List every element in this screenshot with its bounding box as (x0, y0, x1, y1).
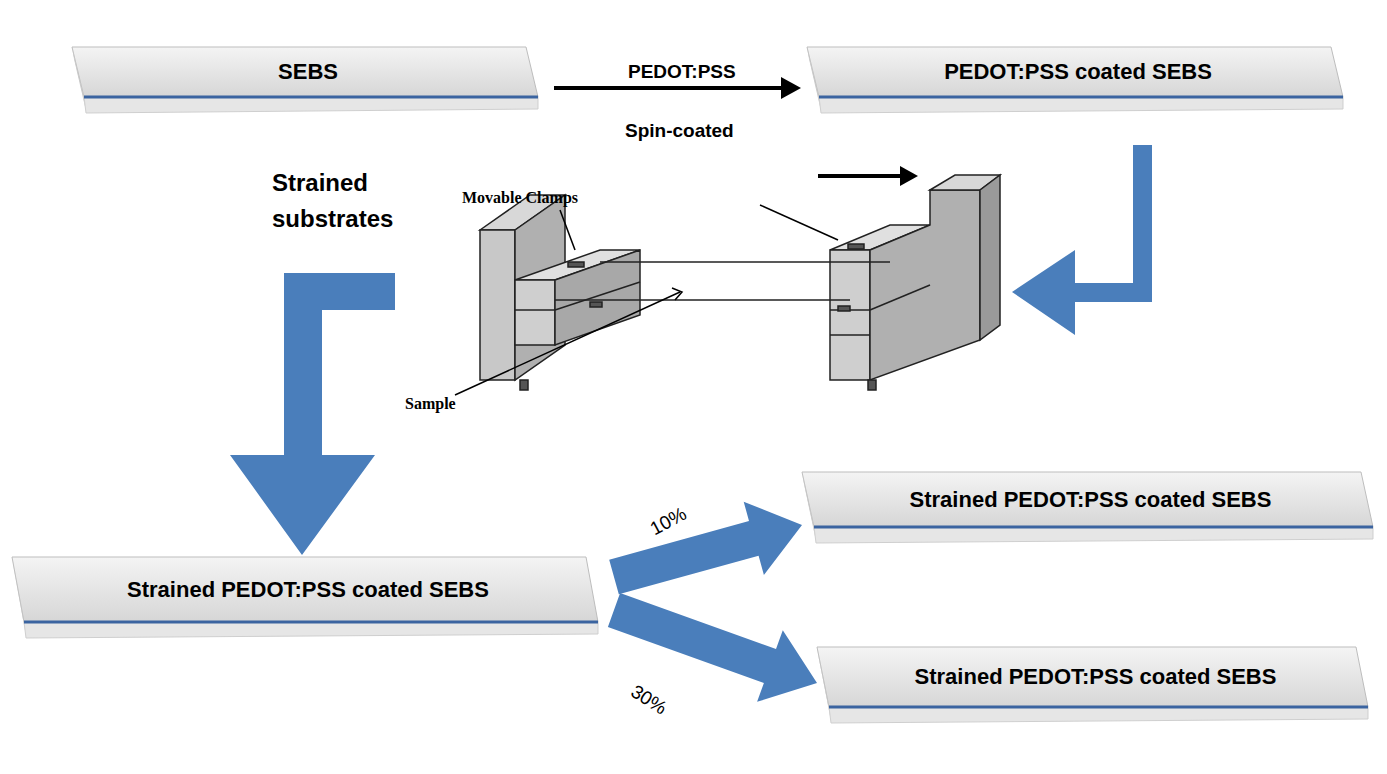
annotation-text: Strained substrates (272, 165, 402, 237)
sample-strip (555, 262, 890, 300)
flow-arrow (1012, 145, 1152, 335)
edge-label: PEDOT:PSS (628, 58, 736, 87)
annotation-text: Sample (405, 392, 456, 416)
slab-label: Strained PEDOT:PSS coated SEBS (915, 664, 1277, 690)
substrate-slab: SEBS (70, 45, 540, 115)
slab-label: Strained PEDOT:PSS coated SEBS (910, 487, 1272, 513)
leader-line (455, 205, 838, 395)
direction-arrow (818, 174, 905, 178)
flow-arrow (230, 273, 395, 555)
annotation-text: Movable Clamps (462, 186, 578, 210)
clamp-block (830, 175, 1000, 390)
direction-arrowhead (900, 166, 918, 186)
substrate-slab: Strained PEDOT:PSS coated SEBS (815, 645, 1370, 725)
edge-label: 30% (625, 678, 672, 722)
annotation-text: Spin-coated (625, 117, 734, 146)
slab-label: Strained PEDOT:PSS coated SEBS (127, 577, 489, 603)
substrate-slab: PEDOT:PSS coated SEBS (805, 45, 1345, 115)
substrate-slab: Strained PEDOT:PSS coated SEBS (800, 470, 1375, 545)
edge-label: 10% (645, 500, 692, 543)
strain-arrow (609, 502, 802, 595)
slab-label: SEBS (278, 59, 338, 85)
clamp-block (480, 195, 640, 390)
substrate-slab: Strained PEDOT:PSS coated SEBS (10, 555, 600, 640)
slab-label: PEDOT:PSS coated SEBS (944, 59, 1212, 85)
